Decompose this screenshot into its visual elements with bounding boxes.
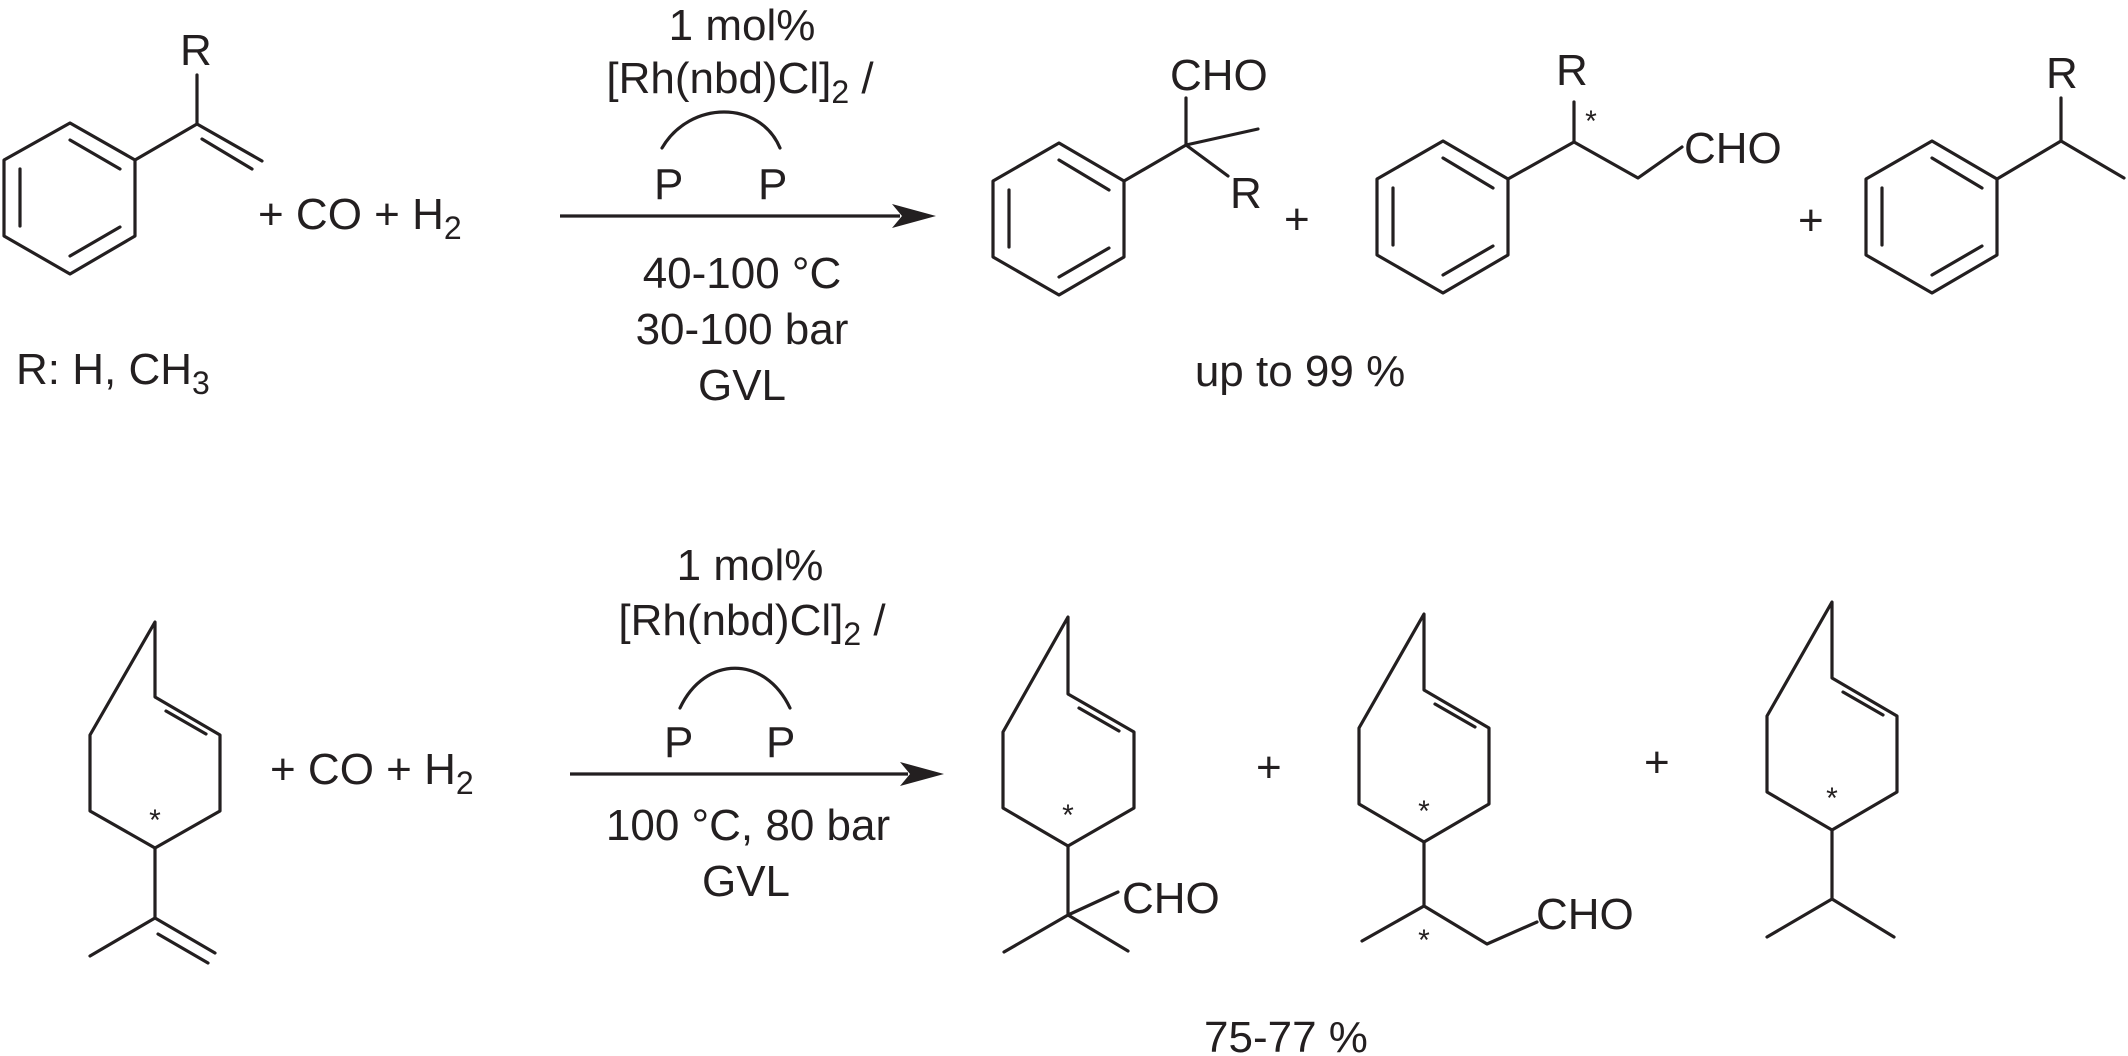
plus-1: + — [1284, 195, 1310, 244]
reagents-co-h2: + CO + H2 — [258, 190, 462, 246]
catalyst-formula: [Rh(nbd)Cl]2 / — [606, 54, 874, 110]
ligand-phosphorus-1: P — [654, 160, 683, 209]
product1-stereocenter: * — [1062, 799, 1074, 832]
catalyst-loading-2: 1 mol% — [677, 541, 824, 590]
plus-4: + — [1644, 738, 1670, 787]
product3-stereocenter: * — [1826, 782, 1838, 815]
diphosphine-ligand-arc — [660, 110, 782, 150]
ligand-phosphorus-1-2: P — [664, 718, 693, 767]
catalyst-loading: 1 mol% — [669, 1, 816, 50]
pressure-range: 30-100 bar — [636, 305, 849, 354]
solvent: GVL — [698, 361, 786, 410]
product2-chain-stereocenter: * — [1418, 924, 1430, 957]
reaction-arrow — [560, 204, 936, 228]
product1-r: R — [1230, 169, 1262, 218]
plus-3: + — [1256, 743, 1282, 792]
reaction-conditions: 100 °C, 80 bar — [606, 801, 890, 850]
styrene-substrate — [2, 73, 264, 276]
r-definition: R: H, CH3 — [16, 345, 210, 401]
stereocenter-star: * — [1585, 105, 1597, 138]
limonene-substrate — [88, 620, 222, 965]
product2-cho: CHO — [1684, 124, 1782, 173]
limonene-branched-aldehyde — [1001, 615, 1136, 954]
ligand-phosphorus-2-2: P — [766, 718, 795, 767]
hydrogenation-byproduct — [1864, 96, 2126, 295]
plus-2: + — [1798, 196, 1824, 245]
product1-cho: CHO — [1170, 51, 1268, 100]
r-substituent-label: R — [180, 26, 212, 75]
reagents-co-h2-2: + CO + H2 — [270, 745, 474, 801]
product-a-cho: CHO — [1122, 874, 1220, 923]
solvent-2: GVL — [702, 857, 790, 906]
reaction-1: R R: H, CH3 + CO + H2 1 mol% [Rh(nbd)Cl]… — [2, 1, 2126, 410]
product2-ring-stereocenter: * — [1418, 795, 1430, 828]
yield-reaction-2: 75-77 % — [1204, 1013, 1368, 1056]
linear-aldehyde-product — [1375, 100, 1684, 295]
reaction-2: * + CO + H2 1 mol% [Rh(nbd)Cl]2 / P P 10… — [88, 541, 1899, 1056]
limonene-linear-aldehyde — [1357, 612, 1539, 946]
reaction-arrow-2 — [570, 762, 944, 786]
product3-r: R — [2046, 49, 2078, 98]
ligand-phosphorus-2: P — [758, 160, 787, 209]
catalyst-formula-2: [Rh(nbd)Cl]2 / — [618, 596, 886, 652]
yield-reaction-1: up to 99 % — [1195, 347, 1405, 396]
limonene-hydrogenation-byproduct — [1765, 600, 1899, 939]
product-b-cho: CHO — [1536, 890, 1634, 939]
diphosphine-ligand-arc-2 — [678, 666, 792, 710]
product2-r: R — [1556, 46, 1588, 95]
temperature-range: 40-100 °C — [643, 249, 842, 298]
limonene-stereocenter: * — [149, 804, 161, 837]
branched-aldehyde-product — [991, 96, 1260, 297]
